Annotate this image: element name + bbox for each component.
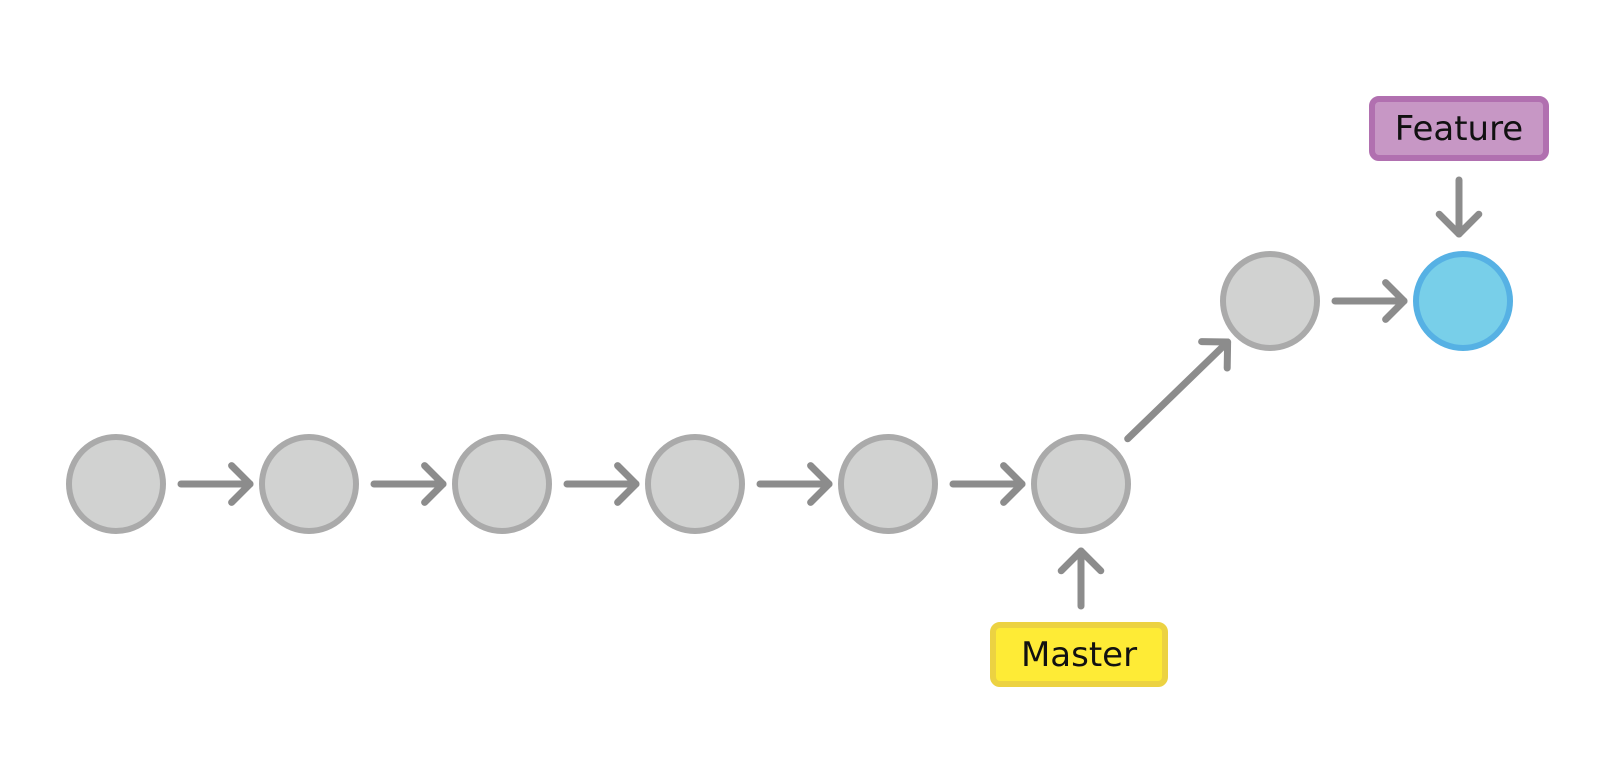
- master-branch-tag[interactable]: Master: [990, 622, 1168, 687]
- edge-arrow-5: [949, 462, 1026, 506]
- edge-shaft: [1124, 338, 1232, 443]
- edge-arrow-7: [1331, 279, 1408, 323]
- arrow-down-icon: [1435, 210, 1483, 238]
- feature-pointer-arrow: [1435, 176, 1483, 238]
- arrowhead-icon: [1382, 279, 1408, 323]
- head-commit-node[interactable]: [1413, 251, 1513, 351]
- edge-arrow-1: [177, 462, 254, 506]
- commit-node-3[interactable]: [452, 434, 552, 534]
- arrowhead-icon: [1000, 462, 1026, 506]
- commit-node-7[interactable]: [1220, 251, 1320, 351]
- feature-label-text: Feature: [1395, 109, 1523, 149]
- commit-nodes: [66, 251, 1513, 534]
- feature-branch-tag[interactable]: Feature: [1369, 96, 1549, 161]
- commit-node-1[interactable]: [66, 434, 166, 534]
- feature-label-box: [1369, 96, 1549, 161]
- master-label-text: Master: [1021, 635, 1137, 675]
- commit-node-4[interactable]: [645, 434, 745, 534]
- edge-arrow-6: [1124, 338, 1232, 443]
- master-label-box: [990, 622, 1168, 687]
- edge-arrow-2: [370, 462, 447, 506]
- master-pointer-arrow: [1057, 547, 1105, 610]
- arrowhead-icon: [614, 462, 640, 506]
- arrowhead-icon: [228, 462, 254, 506]
- arrow-up-icon: [1057, 547, 1105, 575]
- edge-arrow-4: [756, 462, 833, 506]
- commit-node-5[interactable]: [838, 434, 938, 534]
- arrowhead-icon: [807, 462, 833, 506]
- commit-edges: [177, 279, 1408, 506]
- commit-node-2[interactable]: [259, 434, 359, 534]
- edge-arrow-3: [563, 462, 640, 506]
- commit-node-6[interactable]: [1031, 434, 1131, 534]
- arrowhead-icon: [421, 462, 447, 506]
- arrowhead-icon: [1198, 338, 1232, 372]
